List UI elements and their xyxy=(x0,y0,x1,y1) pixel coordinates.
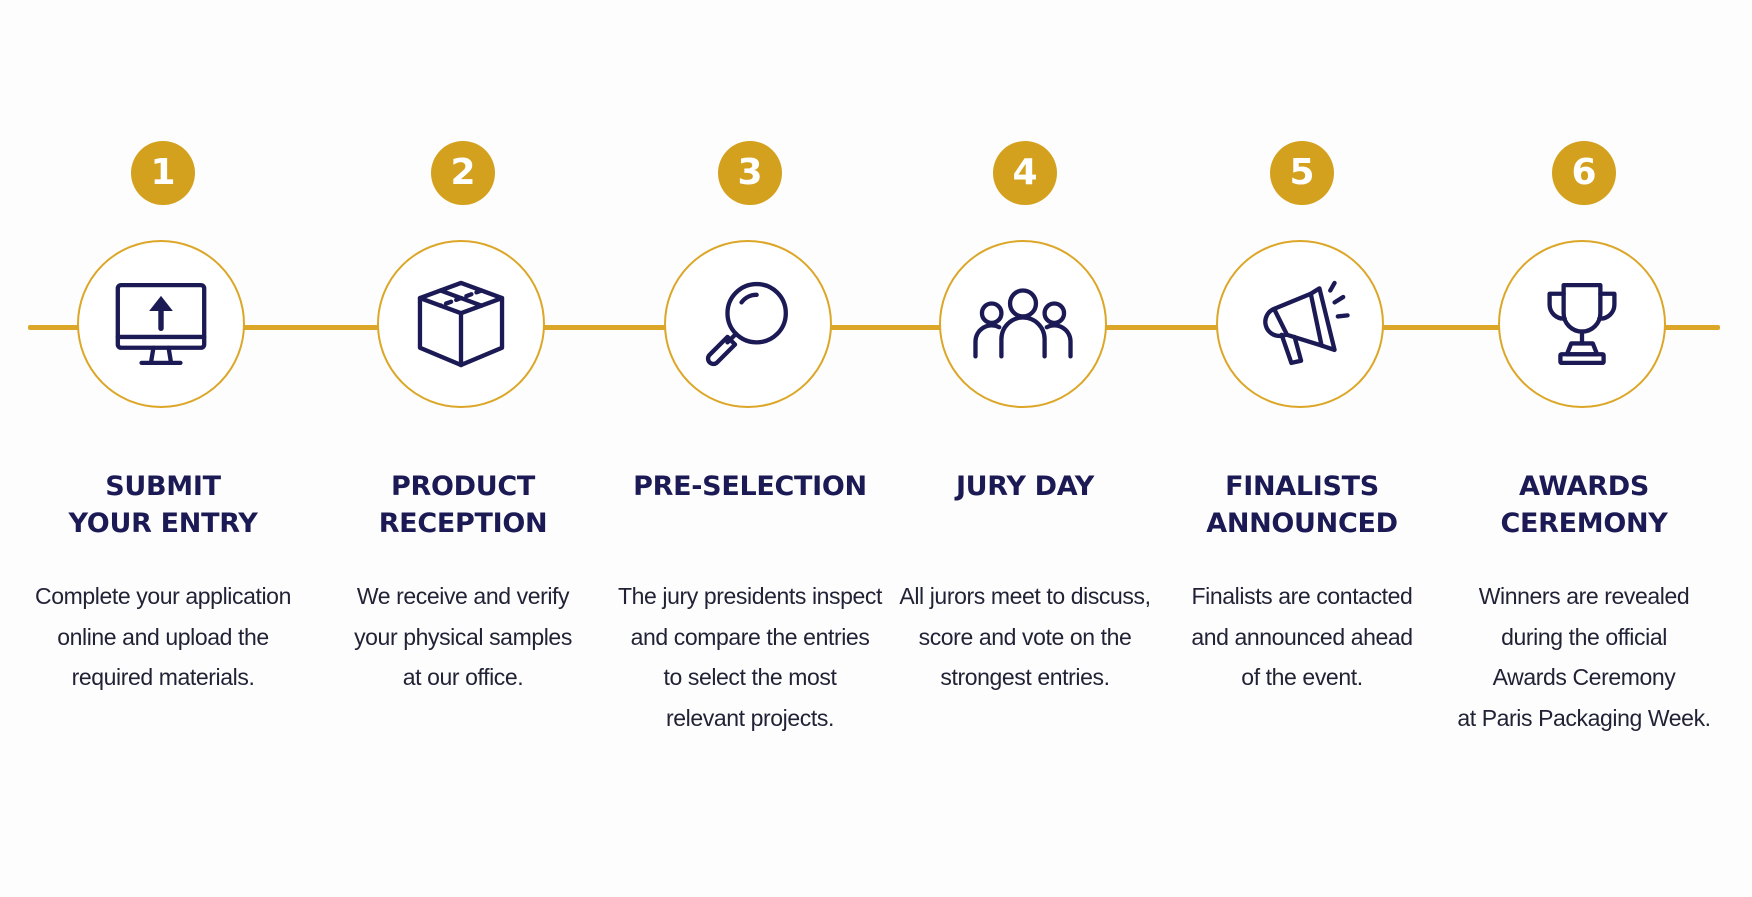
step-number-badge: 4 xyxy=(993,141,1057,205)
step-description: We receive and verify your physical samp… xyxy=(354,583,572,690)
monitor-upload-icon xyxy=(107,270,215,378)
step-description: Finalists are contacted and announced ah… xyxy=(1191,583,1413,690)
step-description: All jurors meet to discuss, score and vo… xyxy=(899,583,1151,690)
step-number-badge: 6 xyxy=(1552,141,1616,205)
trophy-icon xyxy=(1528,270,1636,378)
step-icon-circle xyxy=(1498,240,1666,408)
step-number-badge: 1 xyxy=(131,141,195,205)
step-title: AWARDS CEREMONY xyxy=(1500,471,1668,539)
step-icon-circle xyxy=(664,240,832,408)
step-icon-circle xyxy=(1216,240,1384,408)
step-number-badge: 3 xyxy=(718,141,782,205)
megaphone-icon xyxy=(1246,270,1354,378)
step-3-pre-selection: 3 PRE-SELECTION The jury presidents insp… xyxy=(600,0,900,897)
group-people-icon xyxy=(969,270,1077,378)
step-number-badge: 2 xyxy=(431,141,495,205)
step-2-product-reception: 2 PRODUCT RECEPTION We receive and verif… xyxy=(313,0,613,897)
step-icon-circle xyxy=(77,240,245,408)
step-title: PRE-SELECTION xyxy=(633,471,867,502)
step-description: Complete your application online and upl… xyxy=(35,583,291,690)
step-title: PRODUCT RECEPTION xyxy=(378,471,548,539)
step-title: FINALISTS ANNOUNCED xyxy=(1206,471,1398,539)
step-title: JURY DAY xyxy=(955,471,1095,502)
step-title: SUBMIT YOUR ENTRY xyxy=(68,471,258,539)
step-icon-circle xyxy=(939,240,1107,408)
step-description: Winners are revealed during the official… xyxy=(1457,583,1711,731)
timeline-connector-line xyxy=(28,325,1720,330)
step-4-jury-day: 4 JURY DAY All jurors meet to discuss, s… xyxy=(875,0,1175,897)
step-5-finalists-announced: 5 FINALISTS ANNOUNCED Finalists are cont… xyxy=(1152,0,1452,897)
step-description: The jury presidents inspect and compare … xyxy=(617,583,883,731)
step-6-awards-ceremony: 6 AWARDS CEREMONY Winners are revealed d… xyxy=(1434,0,1734,897)
package-box-icon xyxy=(407,270,515,378)
step-icon-circle xyxy=(377,240,545,408)
step-1-submit-entry: 1 SUBMIT YOUR ENTRY Complete your applic… xyxy=(13,0,313,897)
step-number-badge: 5 xyxy=(1270,141,1334,205)
magnifying-glass-icon xyxy=(694,270,802,378)
